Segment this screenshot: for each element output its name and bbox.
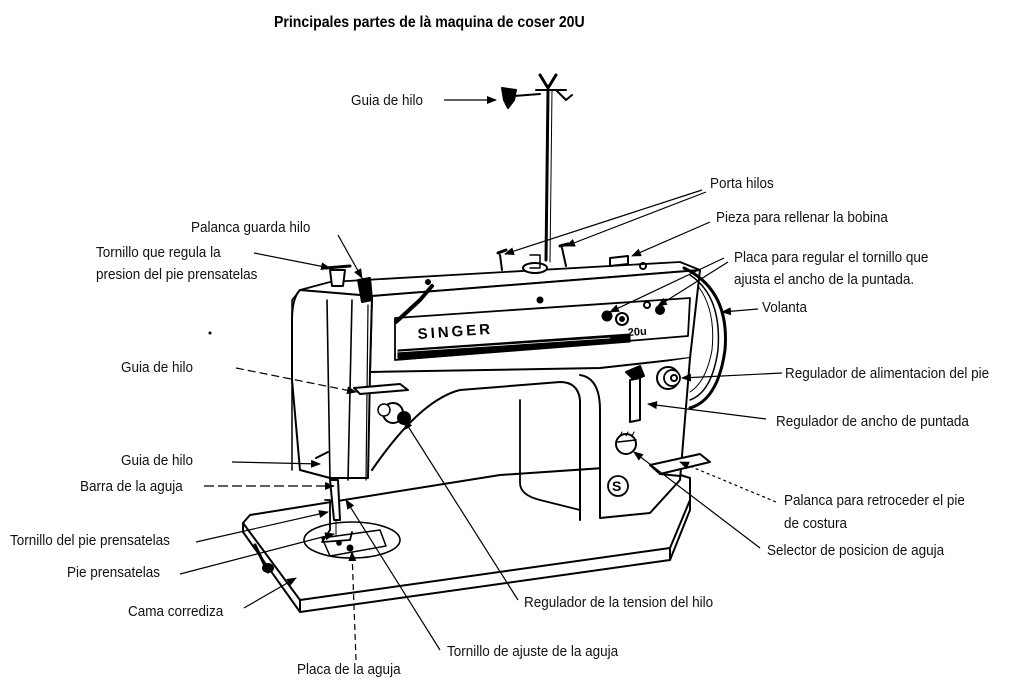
leader-pieza-bobina <box>631 221 711 257</box>
label-tornillo-presion-1: Tornillo que regula la <box>96 244 221 261</box>
leader-porta-hilos-a <box>504 189 703 256</box>
label-guia-hilo-mid: Guia de hilo <box>121 359 194 376</box>
label-palanca-retroceder-2: de costura <box>784 515 848 532</box>
leader-cama-corrediza <box>243 577 297 609</box>
leader-palanca-retroceder <box>679 461 777 503</box>
leader-tornillo-ajuste <box>345 499 441 651</box>
label-placa-regular-2: ajusta el ancho de la puntada. <box>734 271 915 288</box>
label-guia-hilo-top: Guia de hilo <box>351 92 424 109</box>
leader-palanca-guarda <box>337 234 363 279</box>
label-guia-hilo-low: Guia de hilo <box>121 452 194 469</box>
needle-assembly <box>315 299 411 543</box>
label-placa-regular-1: Placa para regular el tornillo que <box>734 249 929 266</box>
leader-regulador-alimentacion <box>681 372 783 382</box>
label-regulador-ancho: Regulador de ancho de puntada <box>776 413 969 430</box>
label-tornillo-presion-2: presion del pie prensatelas <box>96 266 258 283</box>
label-palanca-guarda: Palanca guarda hilo <box>191 219 311 236</box>
label-palanca-retroceder-1: Palanca para retroceder el pie <box>784 492 965 509</box>
machine-illustration: S SINGER 20u <box>208 73 727 613</box>
leader-regulador-tension <box>403 419 519 601</box>
label-pieza-bobina: Pieza para rellenar la bobina <box>716 209 888 226</box>
leader-tornillo-presion <box>253 252 331 271</box>
label-regulador-tension: Regulador de la tension del hilo <box>524 594 714 611</box>
diagram-title: Principales partes de là maquina de cose… <box>274 14 585 31</box>
leader-placa-regular-b <box>657 261 729 307</box>
leader-lines <box>179 96 783 661</box>
leader-placa-aguja <box>348 551 357 661</box>
leader-guia-hilo-mid <box>235 367 357 395</box>
label-barra-aguja: Barra de la aguja <box>80 478 183 495</box>
leader-regulador-ancho <box>647 401 767 420</box>
hand-wheel <box>682 266 727 410</box>
label-tornillo-pie: Tornillo del pie prensatelas <box>10 532 170 549</box>
label-placa-aguja: Placa de la aguja <box>297 661 401 678</box>
model-name: 20u <box>627 326 647 339</box>
emblem-letter: S <box>612 478 621 494</box>
leader-pie-prensatelas <box>179 532 335 575</box>
brand-name: SINGER <box>417 321 494 343</box>
label-selector-posicion: Selector de posicion de aguja <box>767 542 945 559</box>
label-cama-corrediza: Cama corrediza <box>128 603 224 620</box>
label-pie-prensatelas: Pie prensatelas <box>67 564 161 581</box>
leader-selector-posicion <box>633 451 761 549</box>
leader-porta-hilos-b <box>565 191 707 247</box>
leader-volanta <box>721 307 759 316</box>
label-regulador-alimentacion: Regulador de alimentacion del pie <box>785 365 990 382</box>
label-porta-hilos: Porta hilos <box>710 175 774 192</box>
label-tornillo-ajuste: Tornillo de ajuste de la aguja <box>447 643 619 660</box>
pillar-controls: S <box>607 365 711 497</box>
needle-plate <box>303 521 401 559</box>
leader-tornillo-pie <box>195 510 329 543</box>
label-volanta: Volanta <box>762 299 808 316</box>
leader-guia-hilo-low <box>231 459 321 468</box>
leader-placa-regular-a <box>609 257 725 313</box>
